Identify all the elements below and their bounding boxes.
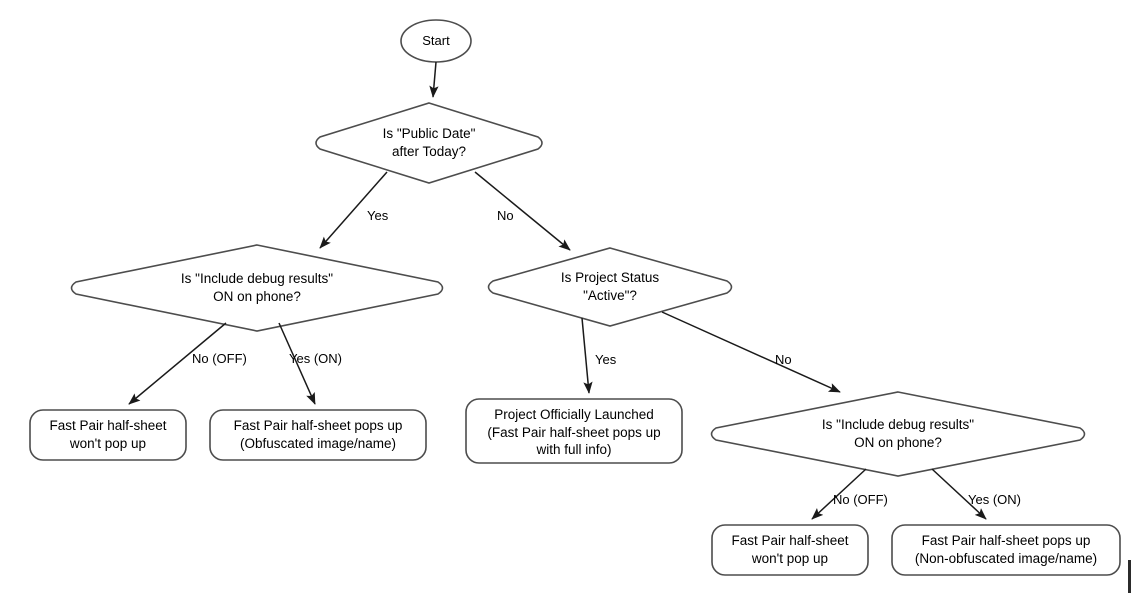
edge-project-status-yes xyxy=(581,317,593,394)
node-debug-results-right-decision-shape xyxy=(710,391,1086,477)
node-project-status-decision-shape xyxy=(487,247,733,327)
page-edge-mark xyxy=(1128,560,1131,593)
node-result-right-off-shape xyxy=(711,524,869,576)
node-result-launched-shape xyxy=(465,398,683,464)
edge-public-date-yes xyxy=(319,171,388,249)
edge-debug-right-no xyxy=(811,468,867,520)
node-result-left-off-shape xyxy=(29,409,187,461)
edge-public-date-no xyxy=(474,171,571,251)
node-start-shape xyxy=(400,19,472,63)
node-result-right-on-shape xyxy=(891,524,1121,576)
edge-debug-left-yes xyxy=(278,322,316,405)
edge-debug-left-no xyxy=(128,322,227,405)
edge-start-to-public-date xyxy=(429,61,439,98)
node-public-date-decision-shape xyxy=(315,102,543,184)
edge-project-status-no xyxy=(661,311,841,393)
node-result-left-on-shape xyxy=(209,409,427,461)
node-debug-results-left-decision-shape xyxy=(70,244,444,332)
edge-debug-right-yes xyxy=(931,468,987,520)
